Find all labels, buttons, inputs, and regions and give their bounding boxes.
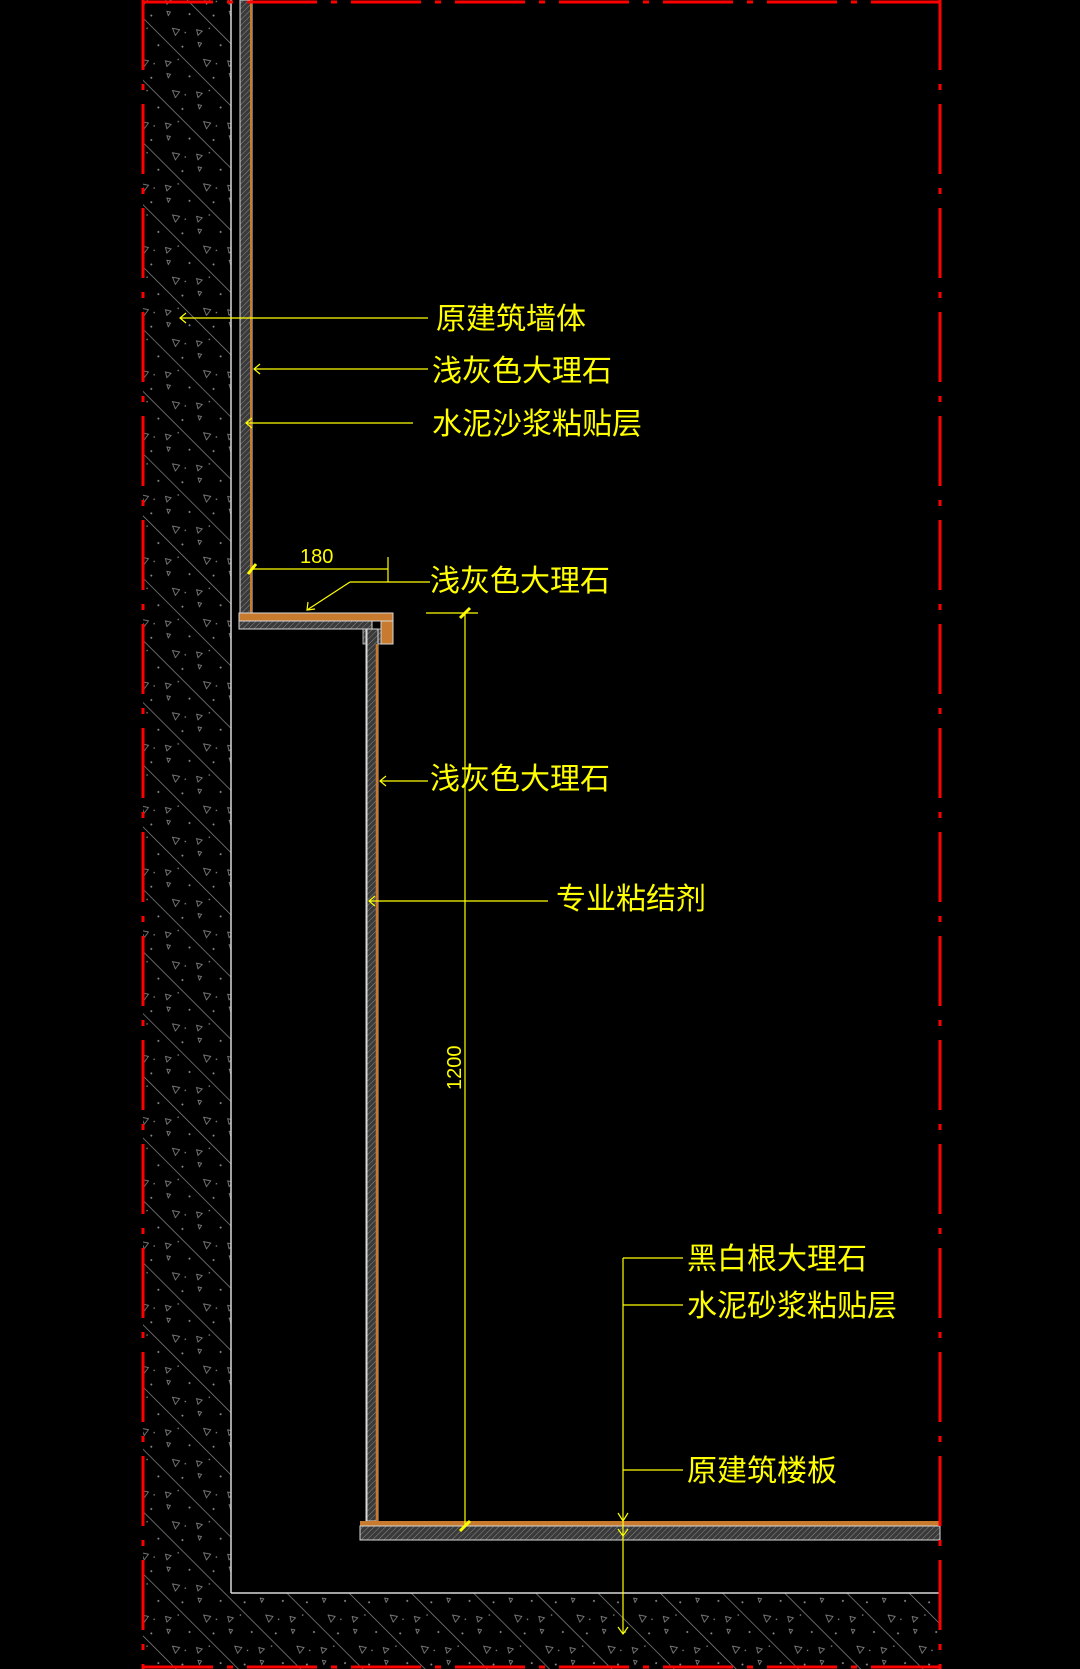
floor-finish: [359, 1521, 941, 1541]
floor-slab: [143, 1592, 940, 1669]
label-floor-mortar: 水泥砂浆粘贴层: [687, 1289, 897, 1324]
label-ledge-stone: 浅灰色大理石: [430, 564, 610, 599]
label-wall: 原建筑墙体: [436, 302, 586, 337]
dimension-panel-height-text: 1200: [444, 1046, 466, 1091]
wall-stone-cladding: [239, 0, 253, 614]
label-wall-mortar: 水泥沙浆粘贴层: [432, 407, 642, 442]
label-floor-slab: 原建筑楼板: [687, 1454, 837, 1489]
building-wall: [143, 0, 232, 1593]
panel-stone: [365, 628, 379, 1522]
dimension-ledge-width: [246, 557, 389, 582]
label-floor-stone: 黑白根大理石: [687, 1242, 867, 1277]
leader-lines: [179, 312, 683, 1636]
drawing-border: [141, 0, 942, 1669]
label-panel-adhesive: 专业粘结剂: [556, 882, 706, 917]
dimension-panel-height: [426, 606, 478, 1533]
label-wall-stone: 浅灰色大理石: [432, 354, 612, 389]
label-panel-stone: 浅灰色大理石: [430, 762, 610, 797]
dimension-ledge-width-text: 180: [300, 546, 333, 568]
